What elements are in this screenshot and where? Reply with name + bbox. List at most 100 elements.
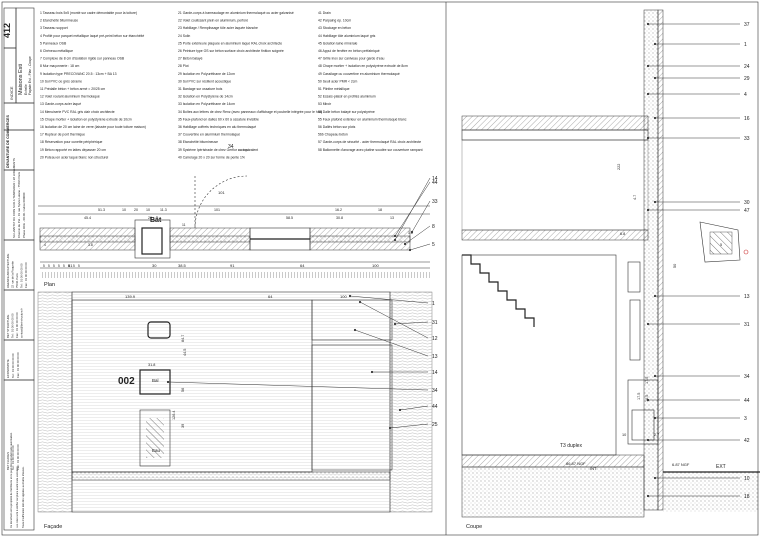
plan-mark: 5 bbox=[43, 264, 45, 268]
legend-item: 21 Garde-corps à barreaudage en aluminiu… bbox=[178, 11, 294, 15]
legend-item: 56b Chapeau béton bbox=[318, 133, 348, 137]
legend-item: 7 Complexe de 8 cm d'isolation rigide su… bbox=[40, 57, 125, 61]
section-dimension: 10.5 bbox=[645, 395, 649, 402]
plan-dimension: 100 bbox=[372, 263, 379, 268]
legend-item: 35 Faux-plafond en dalles 60 x 60 à ossa… bbox=[178, 117, 259, 121]
plan-callout: 5 bbox=[432, 242, 435, 248]
section-callout: 31 bbox=[744, 322, 750, 328]
leader-dot bbox=[653, 200, 657, 204]
legend-item: 37 Couvertine en aluminium thermolaqué bbox=[178, 133, 240, 137]
title-block-line: Phase DCE - 00.00 / indice 000000 bbox=[22, 192, 26, 238]
leader-dot bbox=[646, 64, 650, 68]
facade-dimension: 31.8 bbox=[148, 363, 155, 367]
legend-item: 18 Réservation pour cunette périphérique bbox=[40, 140, 103, 144]
leader-dot bbox=[348, 294, 352, 298]
leader-dot bbox=[398, 408, 402, 412]
title-block-line: Façade Est - Plan - Coupe bbox=[28, 56, 32, 95]
section-callout: 18 bbox=[744, 494, 750, 500]
plan-label: Plan bbox=[44, 282, 55, 288]
leader-line bbox=[389, 423, 429, 429]
title-block-line: ECONOMISTE bbox=[6, 359, 10, 378]
plan-dimension: 101 bbox=[214, 208, 220, 212]
section-view: T3 duplex 86.87 NGF INT 6.87 NGF EXT Cou… bbox=[461, 9, 760, 530]
legend-item: 32 Isolation en Polystyrène de 14cm bbox=[178, 95, 233, 99]
facade-callout: 1 bbox=[432, 301, 435, 307]
legend-item: 58 Ballonnette d'ancrage avec platine so… bbox=[318, 148, 423, 152]
legend-item: 38 Etanchéité bitumineuse bbox=[178, 140, 218, 144]
legend-item: 8 Mur maçonnerie : 18 cm bbox=[40, 64, 80, 68]
facade-dimension: 44.5 bbox=[183, 349, 187, 356]
leader-dot bbox=[646, 92, 650, 96]
leader-line bbox=[359, 301, 429, 339]
leader-line bbox=[349, 295, 429, 304]
legend-item: 4 Profilé pour parquet métallique laqué … bbox=[40, 34, 144, 38]
leader-dot bbox=[353, 328, 357, 332]
facade-callout: 34 bbox=[432, 388, 438, 394]
plan-dimension: 81 bbox=[68, 263, 73, 268]
plan-dimension: 30.8 bbox=[336, 216, 343, 220]
facade-cladding-left bbox=[37, 291, 73, 513]
facade-dimension: 139.9 bbox=[125, 294, 136, 299]
legend-item: 17 Rupteur de pont thermique bbox=[40, 133, 85, 137]
title-block-line: Les cotes sont à vérifier sur place avan… bbox=[16, 465, 19, 528]
legend-item: 6 Chéneau métallique bbox=[40, 49, 73, 53]
section-int-label: INT bbox=[590, 466, 597, 471]
legend-item: 48 Chape mortier + isolation en polystyr… bbox=[318, 64, 408, 68]
sheet-number: 412 bbox=[2, 23, 12, 38]
client-lines: SA HABITAT DU COIN SUD A TEMPERER / 28 L… bbox=[12, 158, 26, 238]
section-mailbox bbox=[627, 379, 659, 445]
legend-item: 19 Béton rapporté en lattes dépasser 20 … bbox=[40, 148, 106, 152]
facade-dimension: 39 bbox=[181, 424, 185, 428]
legend-item: 42 Parpaing ép. 10cm bbox=[318, 19, 351, 23]
section-callout: 16 bbox=[744, 116, 750, 122]
section-dimension: 17.5 bbox=[645, 377, 649, 384]
facade-callout: 25 bbox=[432, 422, 438, 428]
plan-dimension: 11.3 bbox=[160, 208, 167, 212]
title-block-line: contact@bet-structure.fr bbox=[20, 308, 24, 338]
plan-angle-dim: 101 bbox=[218, 190, 225, 195]
leader-dot bbox=[653, 374, 657, 378]
plan-dimension: 18 bbox=[378, 208, 382, 212]
plan-dimension: 13 bbox=[390, 216, 394, 220]
plan-dimension: 1.8 bbox=[408, 231, 413, 235]
legend-item: 39 Système Ipéristrade de chez Gerflor o… bbox=[178, 148, 258, 152]
leader-line bbox=[411, 200, 431, 233]
plan-callout: 44 bbox=[432, 180, 438, 186]
leader-line bbox=[409, 243, 431, 251]
section-dimension: 222 bbox=[617, 164, 621, 170]
plan-dimension: 16.2 bbox=[335, 208, 342, 212]
leader-dot bbox=[358, 300, 362, 304]
leader-line bbox=[167, 381, 429, 391]
plan-mailbox bbox=[141, 227, 163, 255]
facade-dimension: 56 bbox=[181, 388, 185, 392]
section-roof-slab bbox=[461, 115, 649, 131]
section-callout: 37 bbox=[744, 22, 750, 28]
facade-shutter-box bbox=[311, 299, 393, 341]
leader-dot bbox=[646, 22, 650, 26]
section-room-label: T3 duplex bbox=[560, 443, 582, 449]
legend-item: 2 Etanchéité bitumineuse bbox=[40, 19, 78, 23]
plan-dimension: 3.8 bbox=[88, 243, 93, 247]
leader-dot bbox=[653, 116, 657, 120]
legend-item: 44 Habillage tôle aluminium laqué gris bbox=[318, 34, 376, 38]
leader-dot bbox=[653, 76, 657, 80]
legend-item: 43 Stockage en béton bbox=[318, 26, 351, 30]
plan-dimension: 11 bbox=[182, 223, 186, 227]
leader-line bbox=[394, 177, 431, 241]
legend-item: 5 Panneaux OSB bbox=[40, 41, 67, 45]
title-block-line: AGENCE ARCHITECTURE bbox=[6, 254, 10, 288]
legend-item: 25 Porte extérieure plaquée en aluminium… bbox=[178, 41, 282, 45]
